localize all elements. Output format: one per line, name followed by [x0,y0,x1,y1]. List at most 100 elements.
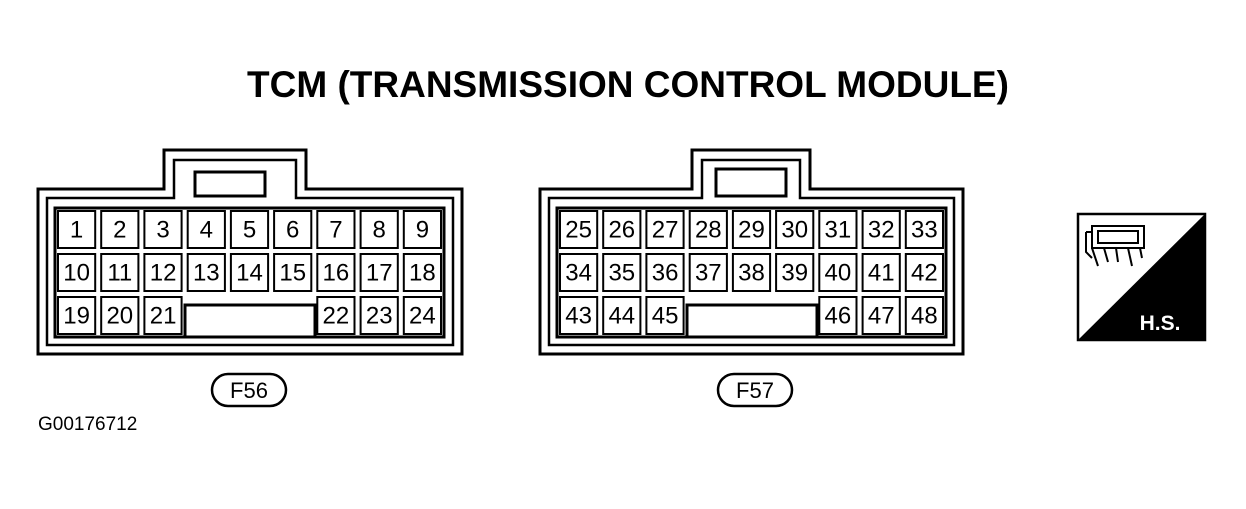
connector-housing-icon [1085,225,1145,267]
pin-label-20: 20 [106,303,133,330]
hs-badge: H.S. [1076,212,1207,342]
pin-cell-19 [57,296,97,335]
pin-label-46: 46 [825,303,852,330]
pin-cell-8 [359,210,399,249]
pin-label-6: 6 [286,217,299,244]
pin-cell-26 [602,210,642,249]
pin-cell-15 [273,253,313,292]
pin-cell-12 [143,253,183,292]
pin-cell-10 [57,253,97,292]
pin-label-44: 44 [608,303,635,330]
pin-cell-27 [645,210,685,249]
pin-cell-24 [402,296,442,335]
pin-cell-5 [229,210,270,249]
pin-cell-31 [818,210,858,249]
connector-f56-keyway [183,303,317,337]
page-title: TCM (TRANSMISSION CONTROL MODULE) [247,64,1009,105]
pin-cell-36 [645,253,685,292]
pin-cell-22 [316,296,356,335]
pin-cell-6 [273,210,313,249]
pin-label-28: 28 [695,217,722,244]
pin-label-30: 30 [781,217,808,244]
pin-cell-35 [602,253,642,292]
pin-cell-7 [316,210,356,249]
connector-f57-label: F57 [736,378,774,403]
pin-label-8: 8 [373,217,386,244]
pin-label-24: 24 [409,303,436,330]
pin-cell-45 [645,296,685,335]
pin-label-7: 7 [329,217,342,244]
pin-cell-40 [818,253,858,292]
connector-f56-outer-housing [36,148,464,356]
pin-label-35: 35 [608,260,635,287]
pin-cell-30 [775,210,815,249]
pin-cell-32 [861,210,901,249]
pin-label-13: 13 [193,260,220,287]
connector-f56-label: F56 [230,378,268,403]
pin-cell-39 [775,253,815,292]
pin-label-22: 22 [323,303,350,330]
pin-cell-14 [229,253,270,292]
pin-cell-20 [100,296,140,335]
pin-label-19: 19 [63,303,90,330]
pin-label-21: 21 [150,303,177,330]
connector-f56-inner-housing [45,158,455,347]
pin-label-45: 45 [652,303,679,330]
hs-badge-label: H.S. [1140,312,1181,335]
connector-f56-label-oval [210,372,288,408]
connector-f57-outer-housing [538,148,965,356]
pin-label-29: 29 [738,217,765,244]
pin-cell-33 [904,210,944,249]
pin-cell-3 [143,210,183,249]
pin-label-25: 25 [565,217,592,244]
pin-label-36: 36 [652,260,679,287]
pin-label-10: 10 [63,260,90,287]
pin-label-48: 48 [911,303,938,330]
pin-label-23: 23 [366,303,393,330]
pin-cell-9 [402,210,442,249]
pin-label-3: 3 [156,217,169,244]
pin-label-33: 33 [911,217,938,244]
pin-label-9: 9 [416,217,429,244]
pin-label-32: 32 [868,217,895,244]
pin-label-47: 47 [868,303,895,330]
pin-cell-1 [57,210,97,249]
pin-label-31: 31 [825,217,852,244]
pin-cell-48 [904,296,944,335]
pin-label-12: 12 [150,260,177,287]
pin-cell-16 [316,253,356,292]
connector-f57-latch [714,167,788,198]
pin-cell-23 [359,296,399,335]
pin-label-5: 5 [243,217,256,244]
pin-cell-18 [402,253,442,292]
pin-label-27: 27 [652,217,679,244]
pin-label-41: 41 [868,260,895,287]
pin-label-4: 4 [200,217,213,244]
connector-f57-label-oval [716,372,794,408]
pin-label-15: 15 [279,260,306,287]
pin-cell-11 [100,253,140,292]
pin-cell-47 [861,296,901,335]
pin-cell-28 [688,210,728,249]
pin-cell-43 [559,296,599,335]
pin-label-17: 17 [366,260,393,287]
pin-cell-13 [186,253,226,292]
pin-label-34: 34 [565,260,592,287]
connector-f56-latch [193,170,267,198]
pin-cell-21 [143,296,183,335]
pin-cell-46 [818,296,858,335]
pin-label-26: 26 [608,217,635,244]
pin-cell-34 [559,253,599,292]
pin-label-11: 11 [107,260,132,287]
pin-label-39: 39 [781,260,808,287]
pin-cell-25 [559,210,599,249]
connector-f57-keyway [685,303,819,337]
pin-cell-41 [861,253,901,292]
pin-label-40: 40 [825,260,852,287]
pin-cell-29 [731,210,772,249]
pin-cell-4 [186,210,226,249]
pin-cell-42 [904,253,944,292]
